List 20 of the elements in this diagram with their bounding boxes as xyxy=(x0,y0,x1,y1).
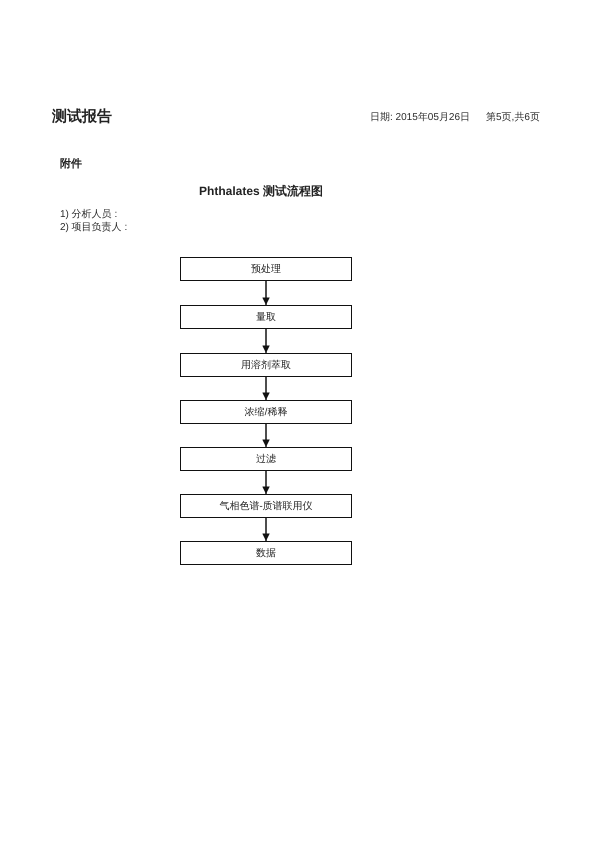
page-number: 第5页,共6页 xyxy=(486,112,540,124)
arrow xyxy=(262,329,270,353)
process-box: 数据 xyxy=(180,541,352,565)
arrow xyxy=(262,377,270,400)
arrow xyxy=(262,471,270,494)
process-box: 预处理 xyxy=(180,257,352,281)
section-heading: 附件 xyxy=(60,158,82,172)
process-box: 浓缩/稀释 xyxy=(180,400,352,424)
report-heading: 测试报告 xyxy=(52,108,112,126)
analyst-label: 1) 分析人员 : xyxy=(60,209,118,221)
date-text: 日期: 2015年05月26日 xyxy=(370,112,470,124)
arrow xyxy=(262,518,270,541)
supervisor-label: 2) 项目负责人 : xyxy=(60,222,128,234)
arrow xyxy=(262,281,270,305)
process-box: 过滤 xyxy=(180,447,352,471)
process-box: 用溶剂萃取 xyxy=(180,353,352,377)
chart-title: Phthalates 测试流程图 xyxy=(198,184,324,198)
arrow xyxy=(262,424,270,447)
process-box: 气相色谱-质谱联用仪 xyxy=(180,494,352,518)
process-box: 量取 xyxy=(180,305,352,329)
